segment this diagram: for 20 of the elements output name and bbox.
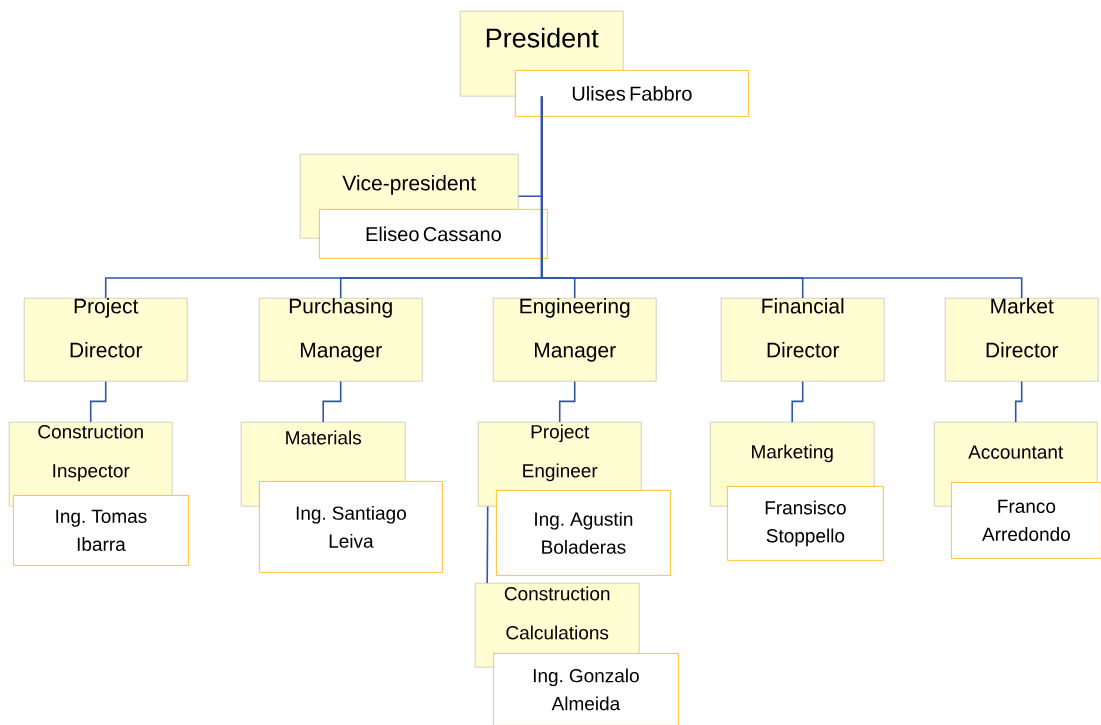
name-box: Ulises Fabbro: [515, 70, 749, 117]
name-box: Ing. Tomas Ibarra: [13, 495, 189, 566]
name-box: Fransisco Stoppello: [727, 486, 884, 561]
connector-line: [791, 380, 804, 423]
name-box: Franco Arredondo: [951, 482, 1101, 559]
name-box: Ing. Gonzalo Almeida: [493, 653, 679, 725]
name-box: Eliseo Cassano: [319, 209, 548, 259]
connector-line: [322, 380, 342, 423]
connector-line: [1014, 380, 1023, 423]
role-box: Purchasing Manager: [259, 298, 423, 382]
connector-line: [486, 505, 489, 584]
role-box: Project Director: [24, 298, 188, 382]
connector-line: [89, 380, 107, 423]
role-box: Financial Director: [721, 298, 885, 382]
name-box: Ing. Agustin Boladeras: [496, 490, 671, 576]
role-box: Market Director: [945, 298, 1099, 382]
name-box: Ing. Santiago Leiva: [259, 481, 443, 573]
role-box: Engineering Manager: [493, 298, 657, 382]
connector-line: [558, 380, 576, 423]
connector-line: [540, 95, 1023, 299]
